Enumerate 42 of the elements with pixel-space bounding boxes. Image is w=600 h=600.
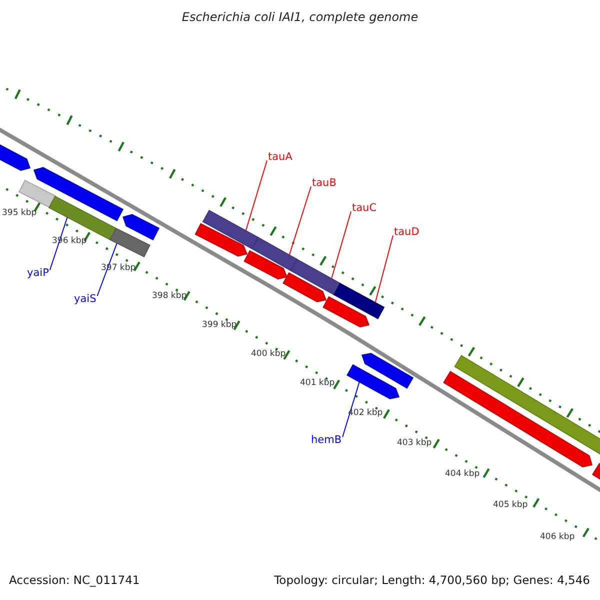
gene-bar [18, 180, 57, 208]
gene-bar [251, 236, 298, 272]
gene-bar [322, 296, 370, 328]
scale-label: 401 kbp [300, 379, 335, 388]
scale-label: 399 kbp [202, 321, 237, 330]
gene-bar [333, 282, 385, 320]
gene-bar [0, 142, 31, 171]
genome-info-text: Topology: circular; Length: 4,700,560 bp; Genes: 4,546 [274, 575, 590, 586]
leader-line [245, 160, 268, 232]
gene-bar [122, 214, 160, 240]
gene-label: yaiS [74, 294, 96, 304]
gene-bar [194, 223, 248, 257]
leader-line [331, 211, 352, 280]
scale-label: 406 kbp [540, 533, 575, 542]
accession-text: Accession: NC_011741 [9, 575, 140, 586]
scale-label: 403 kbp [397, 439, 432, 448]
scale-label: 395 kbp [2, 209, 37, 218]
gene-bar [361, 352, 414, 389]
gene-bar [202, 210, 259, 250]
map-title: Escherichia coli IAI1, complete genome [180, 11, 420, 23]
gene-label: yaiP [27, 268, 49, 278]
leader-line [342, 382, 360, 438]
scale-label: 405 kbp [493, 501, 528, 510]
gene-bar [346, 364, 400, 400]
gene-bar [454, 354, 600, 456]
gene-bar [282, 272, 327, 302]
gene-bar [110, 228, 150, 258]
gene-label: tauA [268, 152, 292, 162]
scale-label: 400 kbp [251, 350, 286, 358]
scale-label: 404 kbp [445, 470, 480, 478]
gene-label: tauD [394, 227, 420, 238]
leader-line [288, 186, 312, 256]
leader-line [96, 242, 118, 296]
gene-label: hemB [311, 435, 342, 446]
gene-bar [290, 258, 341, 296]
leader-line [374, 235, 394, 303]
gene-bar [244, 250, 288, 280]
scale-label: 398 kbp [152, 292, 187, 300]
gene-label: tauB [312, 178, 336, 188]
gene-label: tauC [352, 203, 377, 214]
leader-line [49, 216, 68, 270]
gene-bar [443, 370, 592, 468]
